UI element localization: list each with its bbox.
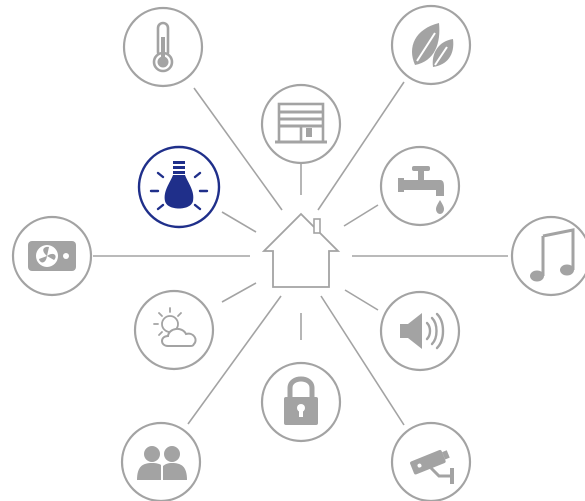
weather-icon (153, 307, 197, 347)
house-icon (261, 212, 341, 288)
node-ventilation[interactable] (11, 215, 93, 297)
water-tap-icon (398, 166, 444, 214)
node-lighting[interactable] (137, 145, 221, 229)
connectors (93, 81, 508, 426)
connector-lighting (221, 211, 257, 233)
window-blind-icon (275, 102, 327, 144)
speaker-icon (400, 312, 445, 350)
node-audio[interactable] (379, 290, 461, 372)
thermometer-icon (152, 21, 174, 73)
fan-icon (28, 241, 76, 271)
connector-users (187, 295, 282, 425)
light-bulb-icon (149, 161, 209, 211)
connector-surveillance (320, 295, 405, 426)
node-garden[interactable] (390, 4, 472, 86)
node-blinds[interactable] (260, 83, 342, 165)
node-water[interactable] (379, 145, 461, 227)
padlock-icon (284, 376, 318, 425)
node-surveillance[interactable] (390, 421, 472, 501)
node-weather[interactable] (133, 289, 215, 371)
connector-water (343, 204, 379, 227)
leaves-icon (412, 23, 454, 67)
node-temperature[interactable] (122, 6, 204, 88)
node-music[interactable] (510, 215, 585, 297)
house-hub (261, 212, 341, 288)
music-note-icon (530, 228, 575, 282)
connector-weather (221, 282, 257, 303)
security-camera-icon (410, 449, 454, 484)
node-security[interactable] (260, 361, 342, 443)
connector-audio (344, 289, 379, 311)
users-icon (137, 446, 187, 480)
connector-temperature (193, 87, 283, 211)
node-users[interactable] (120, 421, 202, 501)
connector-garden (317, 81, 405, 211)
